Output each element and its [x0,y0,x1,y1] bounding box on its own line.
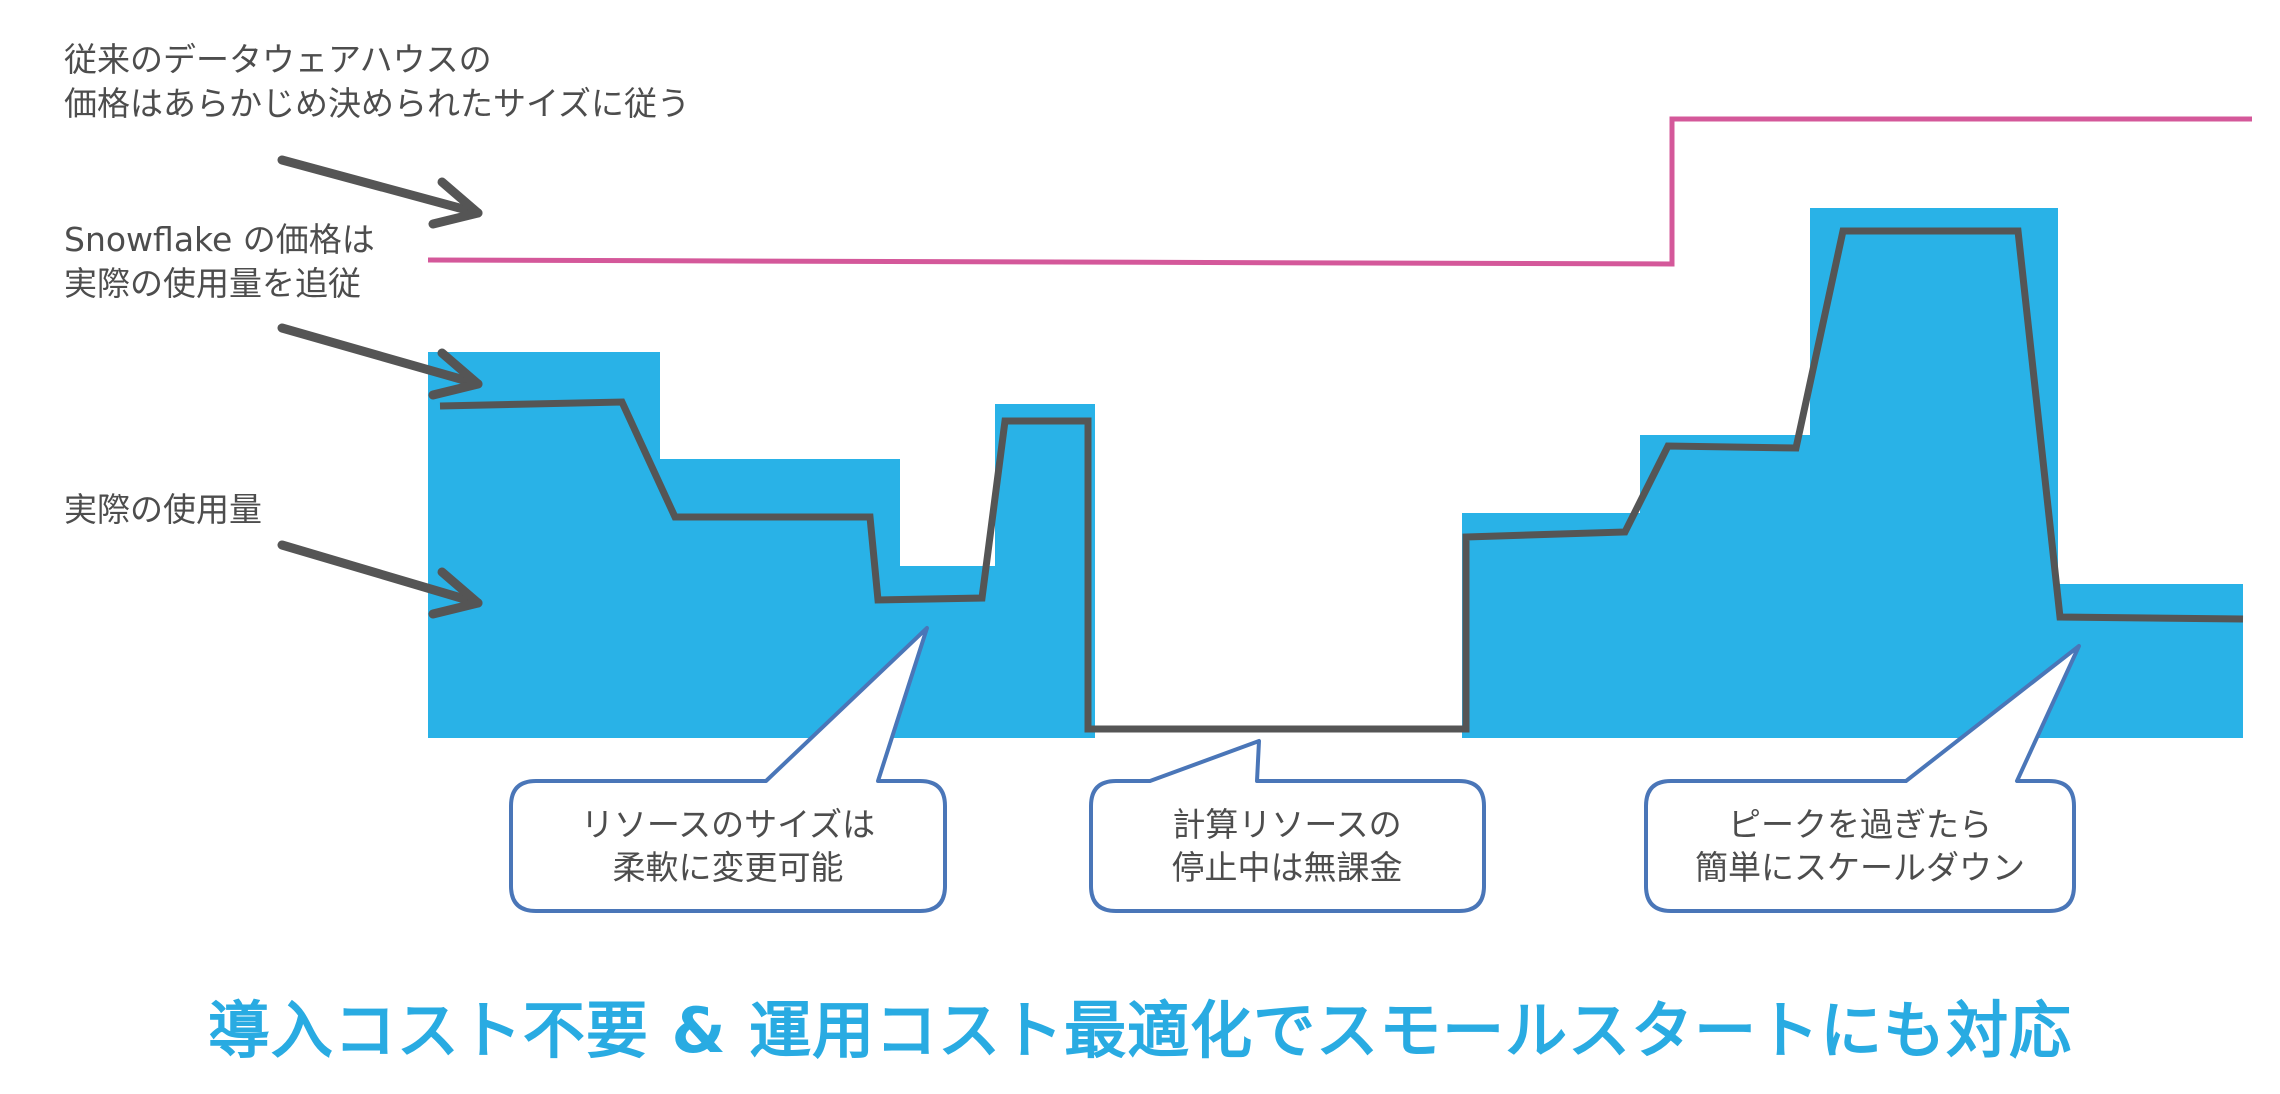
label-snowflake-line2: 実際の使用量を追従 [64,264,361,303]
arrow-traditional [277,155,483,229]
callout-scaledown-line2: 簡単にスケールダウン [1695,848,2025,887]
label-traditional-line1: 従来のデータウェアハウスの [64,40,492,79]
callout-suspend: 計算リソースの 停止中は無課金 [1089,739,1486,913]
actual-usage-area [428,208,2243,738]
callout-suspend-line1: 計算リソースの [1172,805,1401,844]
arrow-actual-usage [277,540,483,619]
callout-resize-line1: リソースのサイズは [581,805,875,844]
label-actual-usage-text: 実際の使用量 [64,490,262,529]
label-snowflake-line1: Snowflake の価格は [64,220,375,259]
callout-resize-line2: 柔軟に変更可能 [613,848,844,887]
label-actual-usage: 実際の使用量 [64,488,262,532]
traditional-price-line [427,116,2252,267]
label-snowflake: Snowflake の価格は 実際の使用量を追従 [64,218,375,306]
callout-scaledown-line1: ピークを過ぎたら [1728,805,1992,844]
snowflake-price-line [439,227,2244,733]
page-title: 導入コスト不要 & 運用コスト最適化でスモールスタートにも対応 [207,994,2073,1067]
label-traditional-line2: 価格はあらかじめ決められたサイズに従う [64,84,691,123]
label-traditional: 従来のデータウェアハウスの 価格はあらかじめ決められたサイズに従う [64,38,690,126]
callout-resize: リソースのサイズは 柔軟に変更可能 [509,626,947,913]
callout-suspend-line2: 停止中は無課金 [1172,848,1403,887]
arrow-snowflake [277,323,483,400]
callout-scaledown: ピークを過ぎたら 簡単にスケールダウン [1644,644,2081,913]
